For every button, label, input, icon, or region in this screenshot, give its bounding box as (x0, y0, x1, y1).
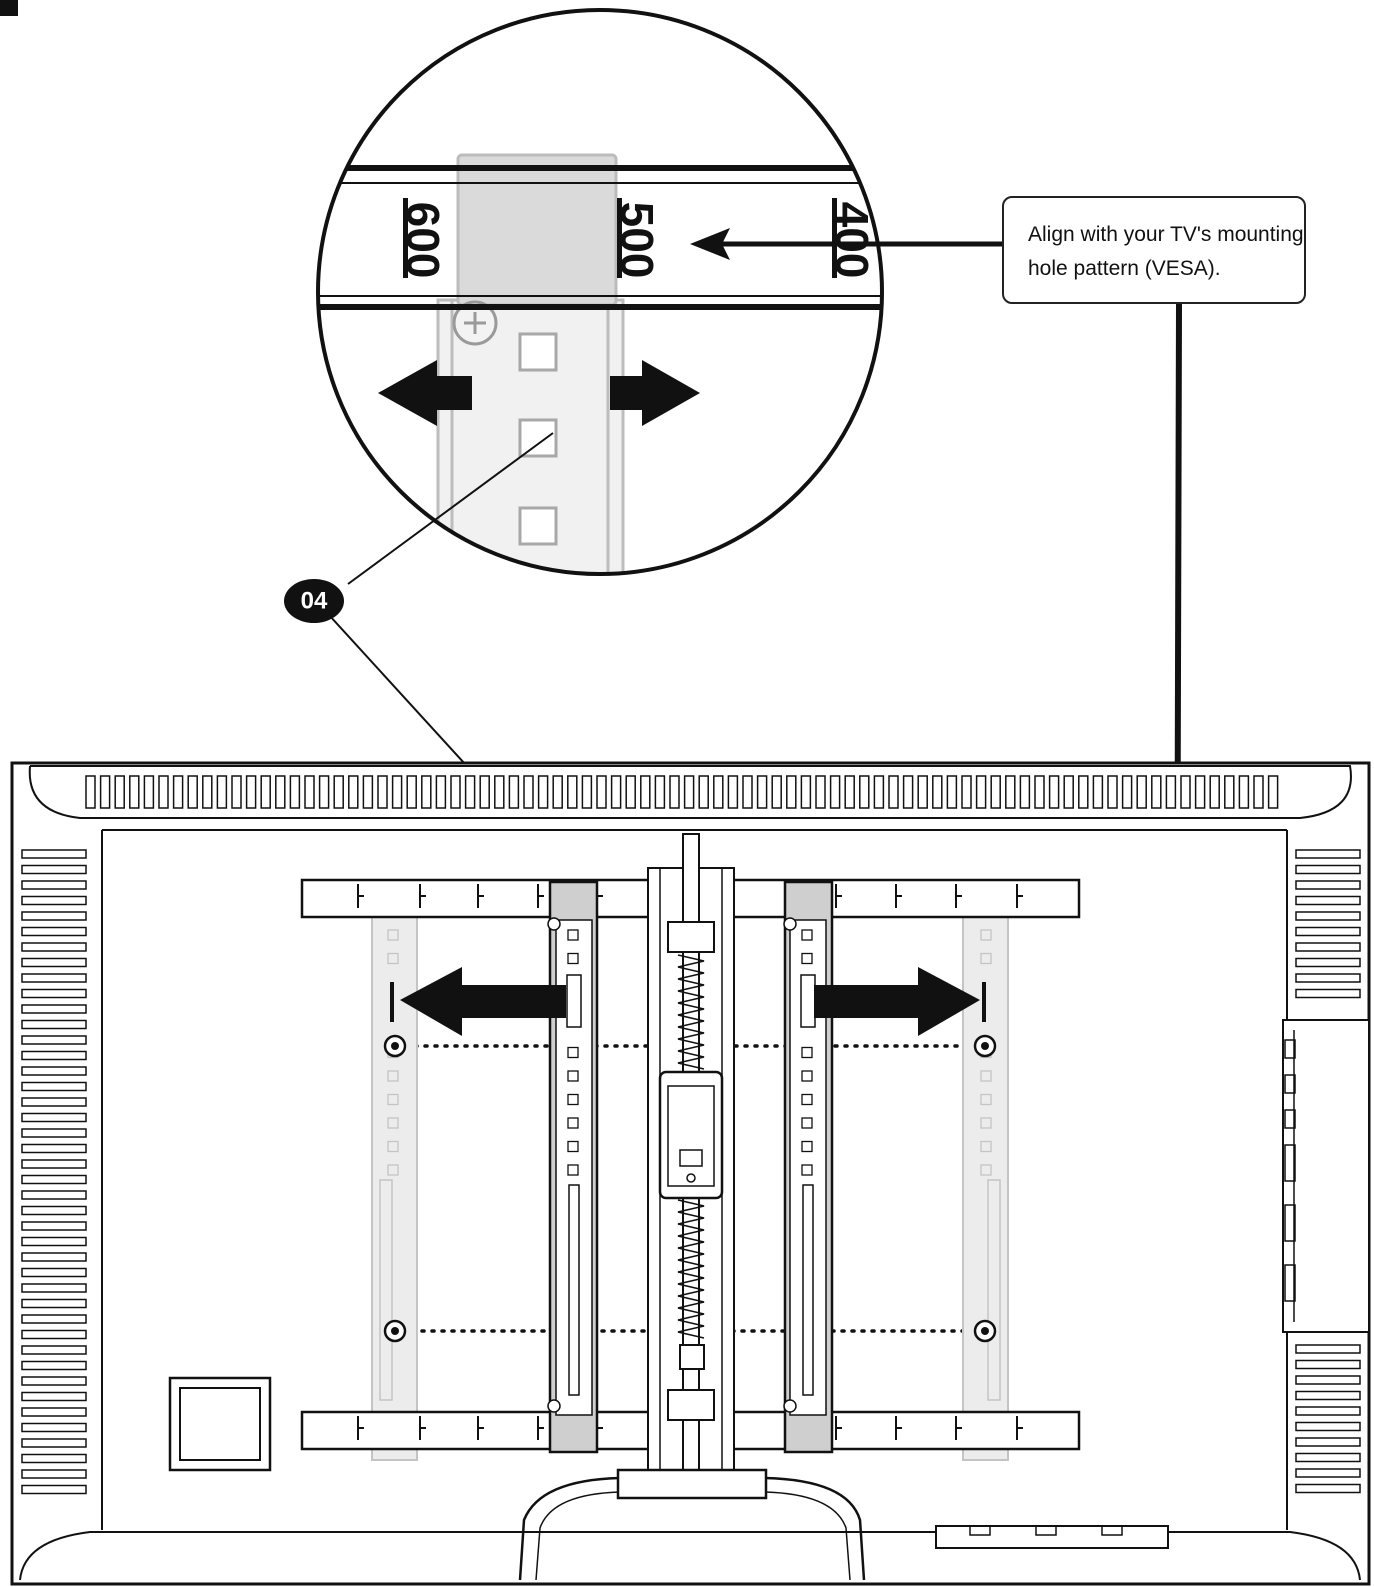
slide-right-arrow-icon (814, 967, 980, 1036)
corner-mark (0, 0, 18, 16)
faded-bracket-left (371, 879, 418, 1461)
vesa-callout-box: Align with your TV's mounting hole patte… (1002, 196, 1306, 304)
scale-mark-600: 600 (397, 202, 449, 279)
mount-assembly (300, 833, 1081, 1500)
spring-upper (677, 954, 705, 1070)
left-vent-slots (21, 849, 87, 1495)
screw-icon (452, 300, 498, 346)
bracket-slots (387, 929, 992, 1176)
mounting-hole-icon (383, 1034, 997, 1343)
callout-line-1: Align with your TV's mounting (1028, 223, 1304, 246)
top-vent-slots (85, 775, 1279, 809)
callout-line-2: hole pattern (VESA). (1028, 257, 1221, 280)
part-label-04: 04 (284, 579, 344, 623)
bottom-connector-strip (935, 1525, 1169, 1549)
scale-mark-500: 500 (611, 202, 663, 279)
access-plate (168, 1376, 272, 1472)
part-label-text: 04 (301, 587, 328, 614)
arrow-left-icon (378, 360, 472, 426)
detail-magnifier: 600 500 400 (316, 8, 884, 576)
right-vent-slots (1295, 849, 1361, 1494)
arrow-right-icon (610, 360, 700, 426)
faded-bracket-right (962, 879, 1009, 1461)
slide-left-arrow-icon (400, 967, 566, 1036)
lock-housing (658, 1070, 724, 1200)
vesa-pointer-arrow-icon (690, 228, 1004, 260)
center-spring-column (616, 833, 768, 1500)
spring-lower (677, 1199, 705, 1339)
port-panel (1282, 1019, 1370, 1333)
